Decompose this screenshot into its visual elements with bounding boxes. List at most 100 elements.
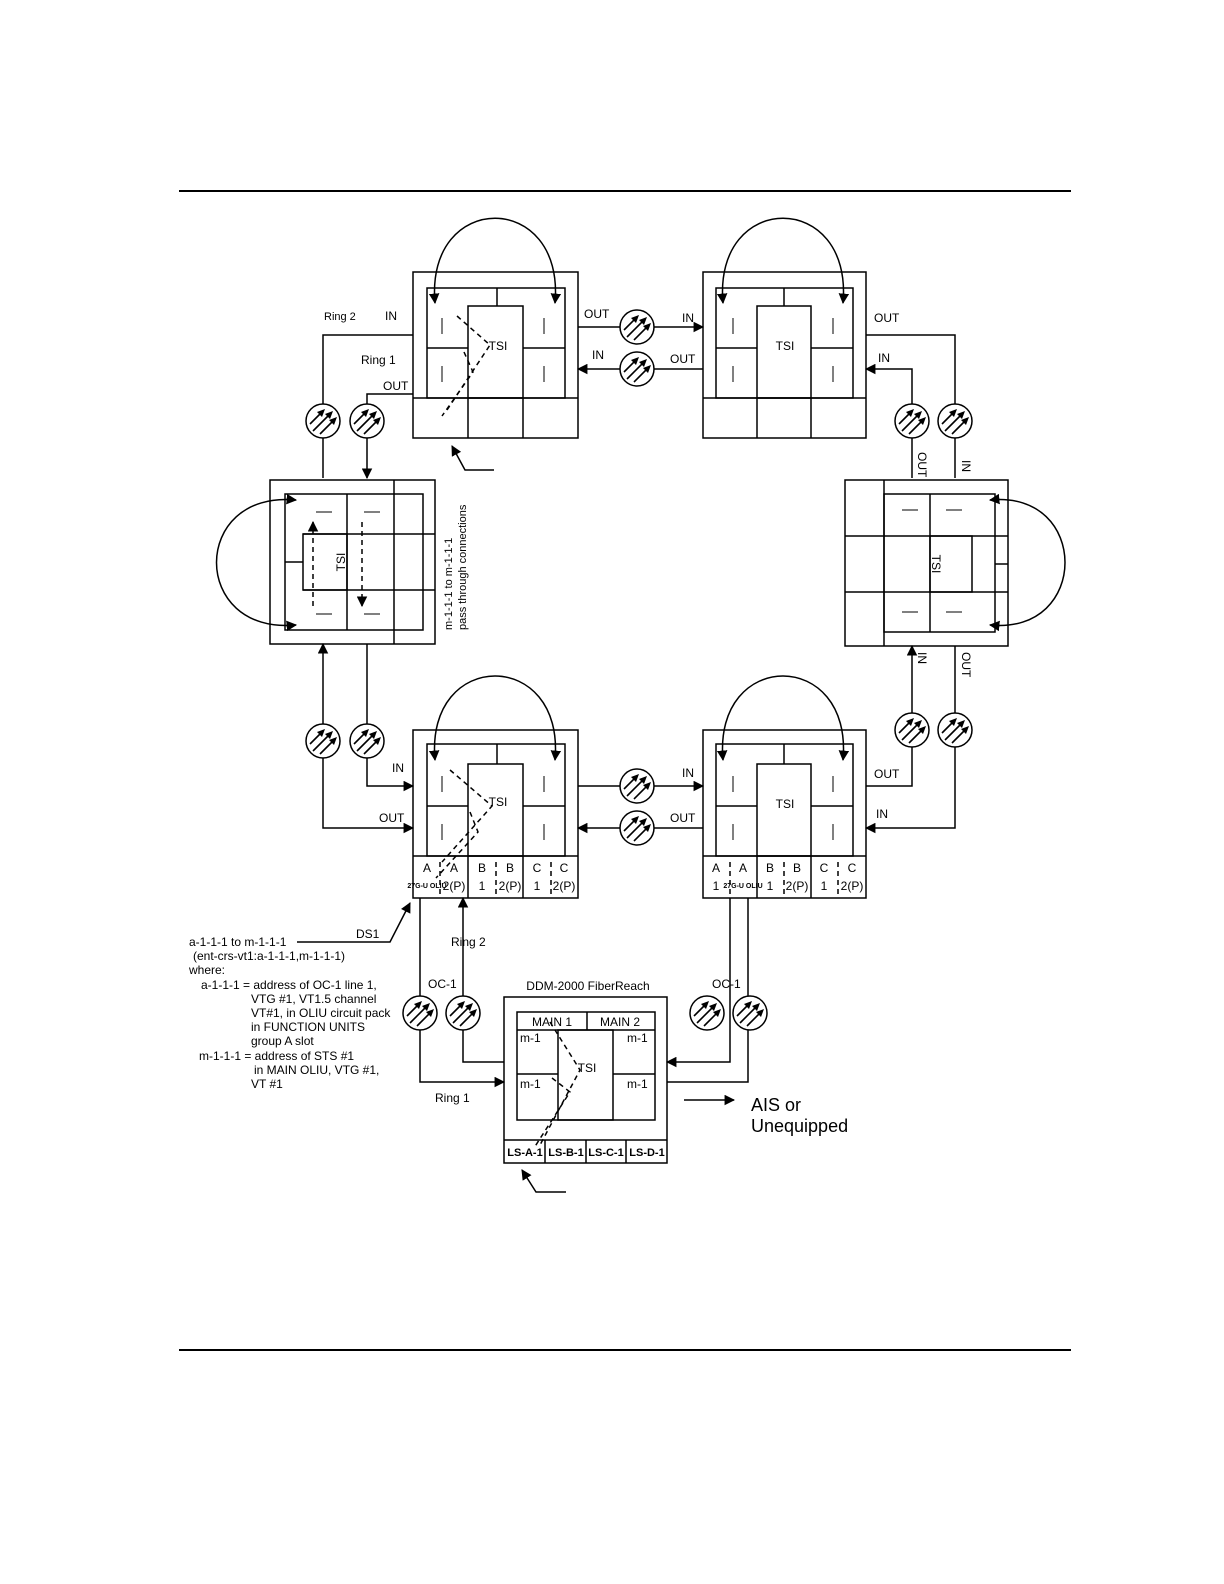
- main1-label: MAIN 1: [532, 1015, 572, 1029]
- m1-label-br: m-1: [627, 1077, 648, 1091]
- slot-c1-top: C: [533, 861, 542, 875]
- ls-d1: LS-D-1: [629, 1147, 664, 1159]
- ls-c1: LS-C-1: [588, 1147, 623, 1159]
- main2-label: MAIN 2: [600, 1015, 640, 1029]
- slot-b1-bottom: 1: [479, 879, 486, 893]
- tsi-label: TSI: [776, 797, 795, 811]
- slot-c2-top: C: [560, 861, 569, 875]
- amplifier-icon: [619, 768, 655, 804]
- amplifier-icon: [445, 995, 481, 1031]
- tsi-label: TSI: [929, 555, 943, 574]
- slot-a2-top: A: [450, 861, 458, 875]
- fiberreach-title: DDM-2000 FiberReach: [526, 979, 649, 993]
- slot-b2-top: B: [506, 861, 514, 875]
- ring2-label-bottom: Ring 2: [451, 935, 486, 949]
- node-bottom-left: TSI: [412, 675, 579, 899]
- in-label: IN: [682, 311, 694, 325]
- loop-arrow: [988, 493, 1066, 632]
- slot-c1-bottom: 1: [821, 879, 828, 893]
- in-label: IN: [592, 348, 604, 362]
- out-label: OUT: [670, 352, 696, 366]
- tsi-label: TSI: [776, 339, 795, 353]
- amplifier-icon: [894, 712, 930, 748]
- note-a1: a-1-1-1 = address of OC-1 line 1,: [201, 978, 377, 992]
- note-cmd1: a-1-1-1 to m-1-1-1: [189, 935, 287, 949]
- out-label: OUT: [874, 767, 900, 781]
- loop-arrow: [716, 217, 850, 305]
- slot-a1-top: A: [423, 861, 431, 875]
- in-label: IN: [876, 807, 888, 821]
- amplifier-icon: [305, 403, 341, 439]
- note-a4: in FUNCTION UNITS: [251, 1020, 365, 1034]
- pass-through-label-2: pass through connections: [457, 504, 469, 630]
- ds1-label: DS1: [356, 927, 380, 941]
- note-m3: VT #1: [251, 1077, 283, 1091]
- m1-label-bl: m-1: [520, 1077, 541, 1091]
- port-labels: Ring 2 IN Ring 1 OUT OUT IN IN OUT OUT I…: [324, 307, 973, 1136]
- slot-a2-bottom: 27G-U OLIU: [723, 883, 762, 890]
- note-m1: m-1-1-1 = address of STS #1: [199, 1049, 354, 1063]
- slot-b2-top: B: [793, 861, 801, 875]
- loop-arrow: [428, 675, 562, 762]
- slot-a1-bottom: 27G-U OLIU: [407, 883, 446, 890]
- note-m2: in MAIN OLIU, VTG #1,: [254, 1063, 379, 1077]
- slot-c2-bottom: 2(P): [553, 879, 576, 893]
- connections: [297, 321, 956, 1193]
- note-cmd2: (ent-crs-vt1:a-1-1-1,m-1-1-1): [193, 949, 345, 963]
- out-label: OUT: [874, 311, 900, 325]
- in-label: IN: [392, 761, 404, 775]
- slot-labels-left: A 27G-U OLIU A 2(P) B 1 B 2(P) C 1 C 2(P…: [407, 861, 575, 893]
- note-a2: VTG #1, VT1.5 channel: [251, 992, 376, 1006]
- amplifier-icon: [937, 403, 973, 439]
- pass-through-label-1: m-1-1-1 to m-1-1-1: [443, 538, 455, 630]
- out-label-vertical: OUT: [959, 652, 973, 678]
- ring1-label-top: Ring 1: [361, 353, 396, 367]
- out-label: OUT: [383, 379, 409, 393]
- ring1-label-bottom: Ring 1: [435, 1091, 470, 1105]
- m1-label-tl: m-1: [520, 1031, 541, 1045]
- amplifier-icon: [349, 723, 385, 759]
- command-note: a-1-1-1 to m-1-1-1 (ent-crs-vt1:a-1-1-1,…: [188, 935, 391, 1091]
- slot-b1-top: B: [478, 861, 486, 875]
- out-label: OUT: [379, 811, 405, 825]
- out-label-vertical: OUT: [915, 452, 929, 478]
- loop-arrow: [428, 217, 562, 305]
- amplifier-icon: [689, 995, 725, 1031]
- slot-c1-top: C: [820, 861, 829, 875]
- amplifier-icon: [894, 403, 930, 439]
- ls-a1: LS-A-1: [507, 1147, 542, 1159]
- tsi-label: TSI: [489, 339, 508, 353]
- slot-c2-top: C: [848, 861, 857, 875]
- in-label-vertical: IN: [959, 460, 973, 472]
- out-label: OUT: [584, 307, 610, 321]
- in-label: IN: [682, 766, 694, 780]
- loop-arrow: [716, 675, 850, 762]
- m1-label-tr: m-1: [627, 1031, 648, 1045]
- slot-c2-bottom: 2(P): [841, 879, 864, 893]
- ring2-label-top: Ring 2: [324, 311, 356, 323]
- amplifiers: [305, 309, 973, 1031]
- node-mid-right: TSI: [844, 479, 1066, 647]
- in-label: IN: [878, 351, 890, 365]
- amplifier-icon: [937, 712, 973, 748]
- in-label-vertical: IN: [915, 652, 929, 664]
- tsi-label: TSI: [489, 795, 508, 809]
- slot-a2-bottom: 2(P): [443, 879, 466, 893]
- amplifier-icon: [732, 995, 768, 1031]
- ais-label-line2: Unequipped: [751, 1116, 848, 1136]
- slot-c1-bottom: 1: [534, 879, 541, 893]
- ais-label-line1: AIS or: [751, 1095, 801, 1115]
- amplifier-icon: [619, 351, 655, 387]
- amplifier-icon: [349, 403, 385, 439]
- amplifier-icon: [619, 810, 655, 846]
- note-where: where:: [188, 963, 225, 977]
- out-label: OUT: [670, 811, 696, 825]
- slot-b2-bottom: 2(P): [786, 879, 809, 893]
- tsi-label: TSI: [578, 1061, 597, 1075]
- slot-b2-bottom: 2(P): [499, 879, 522, 893]
- amplifier-icon: [305, 723, 341, 759]
- note-a5: group A slot: [251, 1034, 314, 1048]
- amplifier-icon: [402, 995, 438, 1031]
- slot-b1-top: B: [766, 861, 774, 875]
